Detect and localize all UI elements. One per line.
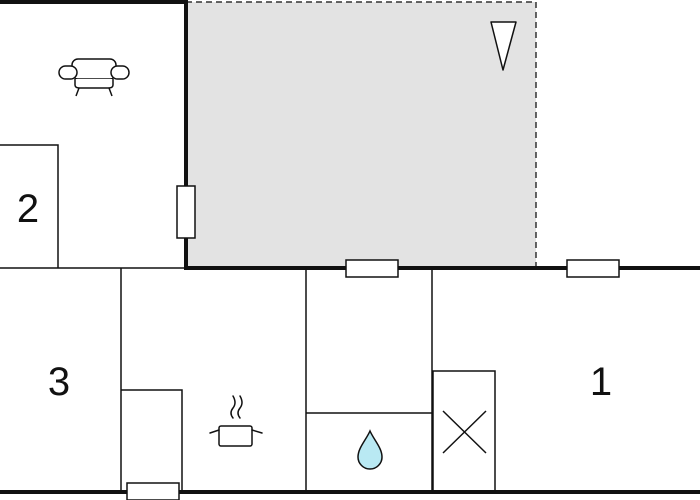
- water-drop-icon: [357, 429, 383, 470]
- window-terrace-bottom: [345, 259, 399, 278]
- sofa-icon: [58, 58, 130, 97]
- windows: [126, 185, 620, 500]
- window-room-1-top: [566, 259, 620, 278]
- north-arrow-icon: [490, 21, 517, 71]
- cooking-pot-icon: [209, 395, 263, 447]
- window-terrace-left: [176, 185, 196, 239]
- room-1-label: 1: [590, 360, 612, 404]
- terrace-area: [186, 2, 536, 268]
- window-bottom: [126, 482, 180, 500]
- thin-walls: [0, 144, 496, 493]
- room-2-label: 2: [17, 187, 39, 231]
- room-3-label: 3: [48, 360, 70, 404]
- stove-cross-icon: [442, 410, 487, 454]
